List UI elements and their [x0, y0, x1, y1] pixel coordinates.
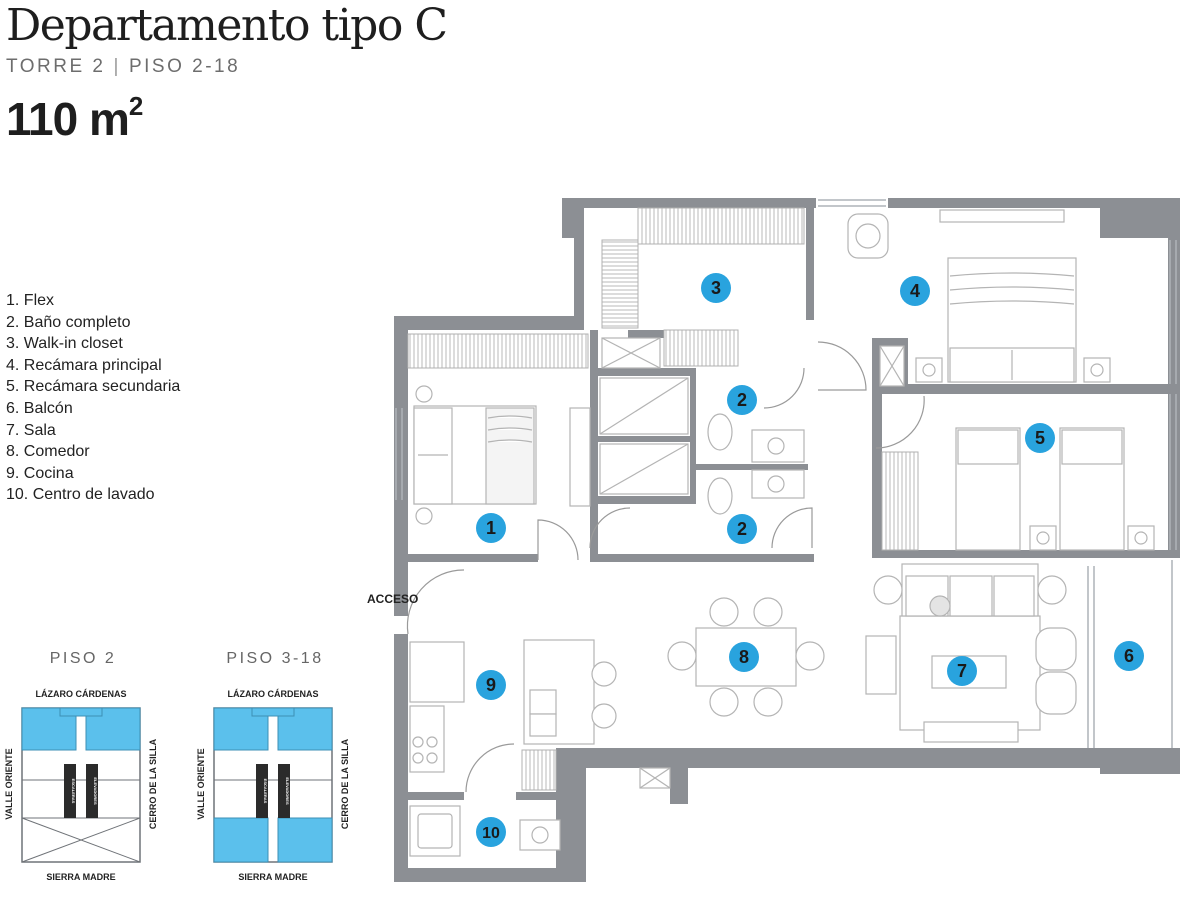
furniture	[409, 209, 1155, 857]
minimap-piso-3-18: LÁZARO CÁRDENAS SIERRA MADRE VALLE ORIEN…	[196, 689, 350, 882]
minimap-core-right: ELEVADORES	[93, 777, 98, 805]
marker-centro-de-lavado: 10	[476, 817, 506, 847]
page-title: Departamento tipo C	[6, 0, 448, 51]
marker-label: 4	[910, 281, 920, 301]
legend-item: 9. Cocina	[6, 464, 74, 482]
minimap-core-right: ELEVADORES	[285, 777, 290, 805]
marker-comedor: 8	[729, 642, 759, 672]
windows	[395, 199, 1177, 748]
floors-label: PISO 2-18	[128, 56, 241, 77]
legend-item: 6. Balcón	[6, 399, 73, 417]
door-swings	[406, 341, 925, 793]
legend-item: 10. Centro de lavado	[6, 486, 155, 504]
tower-label: TORRE 2	[6, 56, 106, 77]
minimap-title-piso-3-18: PISO 3-18	[226, 650, 324, 667]
marker-label: 7	[957, 661, 967, 681]
minimap-core-left: ESCALERAS	[71, 779, 76, 804]
legend-item: 1. Flex	[6, 292, 55, 309]
minimap-street-west: VALLE ORIENTE	[196, 748, 206, 819]
exterior-walls	[394, 198, 1180, 882]
legend-item: 2. Baño completo	[6, 313, 131, 331]
tower-floors-subtitle: TORRE 2 | PISO 2-18	[6, 56, 240, 78]
legend-item: 5. Recámara secundaria	[6, 378, 181, 396]
marker-recamara-principal: 4	[900, 276, 930, 306]
area-value: 110 m	[6, 93, 130, 145]
minimap-piso-2: LÁZARO CÁRDENAS SIERRA MADRE VALLE ORIEN…	[4, 689, 158, 882]
entrance-label: ACCESO	[367, 592, 418, 606]
room-markers: 1 2 2 3 4 5 6 7	[476, 273, 1144, 847]
marker-label: 9	[486, 675, 496, 695]
marker-label: 8	[739, 647, 749, 667]
legend-item: 3. Walk-in closet	[6, 335, 123, 353]
minimap-street-east: CERRO DE LA SILLA	[340, 738, 350, 829]
marker-recamara-secundaria: 5	[1025, 423, 1055, 453]
minimap-street-south: SIERRA MADRE	[238, 872, 307, 882]
subtitle-divider: |	[113, 56, 121, 77]
area-label: 110 m2	[6, 90, 144, 146]
marker-label: 5	[1035, 428, 1045, 448]
area-unit-superscript: 2	[128, 90, 144, 121]
minimap-street-south: SIERRA MADRE	[46, 872, 115, 882]
marker-label: 2	[737, 519, 747, 539]
marker-sala: 7	[947, 656, 977, 686]
minimap-street-north: LÁZARO CÁRDENAS	[36, 689, 127, 699]
minimap-street-north: LÁZARO CÁRDENAS	[228, 689, 319, 699]
legend-item: 4. Recámara principal	[6, 356, 162, 374]
marker-balcon: 6	[1114, 641, 1144, 671]
minimap-street-west: VALLE ORIENTE	[4, 748, 14, 819]
closets-hatching	[407, 207, 919, 791]
marker-label: 1	[486, 518, 496, 538]
marker-label: 6	[1124, 646, 1134, 666]
minimap-title-piso-2: PISO 2	[49, 650, 117, 667]
marker-bano-1: 2	[727, 385, 757, 415]
minimap-core-left: ESCALERAS	[263, 779, 268, 804]
marker-walk-in-closet: 3	[701, 273, 731, 303]
marker-bano-2: 2	[727, 514, 757, 544]
room-legend: 1. Flex 2. Baño completo 3. Walk-in clos…	[6, 290, 180, 506]
marker-cocina: 9	[476, 670, 506, 700]
minimap-street-east: CERRO DE LA SILLA	[148, 738, 158, 829]
legend-item: 7. Sala	[6, 421, 56, 439]
marker-label: 2	[737, 390, 747, 410]
legend-item: 8. Comedor	[6, 443, 90, 461]
marker-flex: 1	[476, 513, 506, 543]
marker-label: 10	[482, 825, 500, 842]
marker-label: 3	[711, 278, 721, 298]
